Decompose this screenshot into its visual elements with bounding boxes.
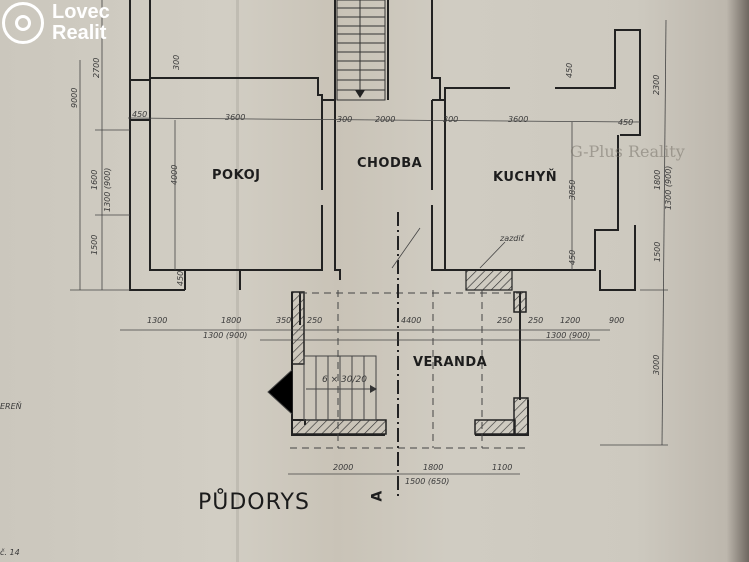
- dim-mid-4400: 4400: [401, 316, 422, 325]
- room-label-kuchyn: KUCHYŇ: [493, 170, 558, 185]
- zazdit-annotation: zazdiť: [500, 234, 524, 243]
- dim-right-2300: 2300: [652, 74, 661, 95]
- dim-right-3000: 3000: [652, 354, 661, 375]
- dim-bottom-sub: 1500 (650): [405, 477, 450, 486]
- dim-top-3600-right: 3600: [508, 115, 529, 124]
- room-label-pokoj: POKOJ: [212, 168, 261, 183]
- dim-kuchyn-3850: 3850: [568, 179, 577, 200]
- g-plus-watermark: G-Plus Reality: [570, 142, 685, 161]
- dim-right-1800: 1800: [653, 169, 662, 190]
- dim-mid-250-left: 250: [307, 316, 323, 325]
- dim-right-1300-900: 1300 (900): [664, 165, 673, 210]
- dim-kuchyn-450: 450: [568, 249, 577, 265]
- dim-left-1600: 1600: [90, 169, 99, 190]
- stairs-annotation: 6 × 30/20: [322, 375, 367, 385]
- paper-fold: [236, 0, 239, 562]
- dim-bottom-1100: 1100: [492, 463, 513, 472]
- dim-left-300: 300: [172, 54, 181, 70]
- dim-left-1300-900: 1300 (900): [103, 167, 112, 212]
- drawing-title: PŮDORYS: [198, 490, 310, 515]
- left-fragment-text: EREŇ: [0, 402, 22, 411]
- dim-right-1500: 1500: [653, 241, 662, 262]
- dim-mid-sub-right: 1300 (900): [546, 331, 591, 340]
- dim-bottom-2000: 2000: [333, 463, 354, 472]
- house-logo-icon: [2, 2, 44, 44]
- room-label-veranda: VERANDA: [413, 355, 488, 370]
- section-marker: A: [369, 490, 386, 502]
- dim-left-9000: 9000: [70, 87, 79, 108]
- dim-mid-sub-left: 1300 (900): [203, 331, 248, 340]
- dim-bottom-1800: 1800: [423, 463, 444, 472]
- dim-pokoj-4000: 4000: [170, 164, 179, 185]
- dim-top-450-right: 450: [618, 118, 634, 127]
- dim-mid-1800: 1800: [221, 316, 242, 325]
- bottom-left-fragment-text: č. 14: [0, 548, 20, 557]
- dim-mid-250-a: 250: [497, 316, 513, 325]
- lovec-realit-logo: Lovec Realit: [2, 2, 110, 44]
- dim-mid-250-b: 250: [528, 316, 544, 325]
- dim-top-450-left: 450: [132, 110, 148, 119]
- dim-mid-900: 900: [609, 316, 625, 325]
- dim-pokoj-450: 450: [176, 270, 185, 286]
- dim-mid-1200: 1200: [560, 316, 581, 325]
- dim-right-450: 450: [565, 62, 574, 78]
- dim-top-300-left: 300: [337, 115, 353, 124]
- dim-top-2000: 2000: [375, 115, 396, 124]
- room-label-chodba: CHODBA: [357, 156, 423, 171]
- dim-left-1500: 1500: [90, 234, 99, 255]
- dim-left-2700: 2700: [92, 57, 101, 78]
- dim-top-300-right: 300: [443, 115, 459, 124]
- logo-line-2: Realit: [52, 22, 107, 44]
- logo-line-1: Lovec: [52, 1, 110, 23]
- dim-mid-350: 350: [276, 316, 292, 325]
- dim-mid-1300: 1300: [147, 316, 168, 325]
- dim-top-3600-left: 3600: [225, 113, 246, 122]
